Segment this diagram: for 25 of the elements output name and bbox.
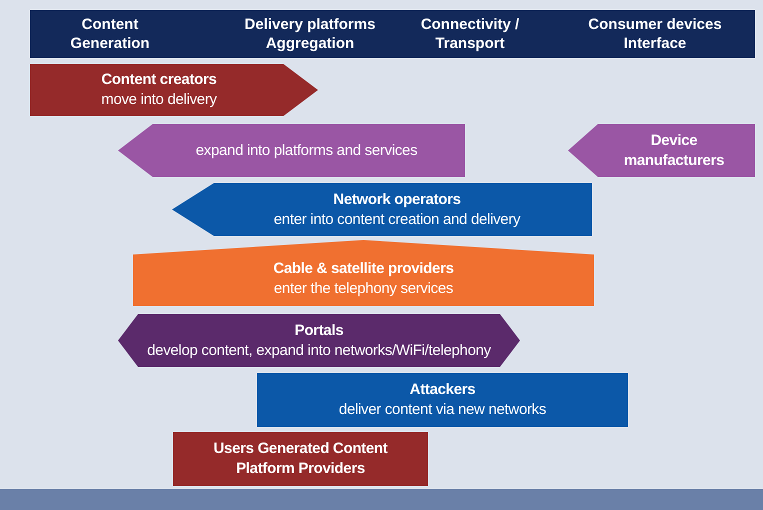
banner-title: Network operators — [333, 190, 461, 210]
column-heading: Content Generation — [69, 15, 151, 53]
column-heading: Consumer devices Interface — [587, 15, 723, 53]
banner-title: Cable & satellite providers — [273, 259, 454, 279]
arrow-banner — [118, 124, 465, 177]
banner-text: enter the telephony services — [274, 279, 454, 299]
banner-title: Content creators — [101, 70, 217, 90]
arrow-banner — [173, 432, 428, 486]
banner-title: Users Generated Content Platform Providers — [212, 439, 388, 479]
banner-title: Device manufacturers — [622, 130, 726, 170]
arrow-banner — [118, 314, 520, 367]
banner-text: move into delivery — [101, 90, 217, 110]
banner-text: develop content, expand into networks/WiFi/telephony — [147, 340, 491, 360]
column-heading: Connectivity / Transport — [420, 15, 520, 53]
banner-title: Portals — [294, 320, 344, 340]
banner-text: enter into content creation and delivery — [274, 210, 520, 230]
arrow-banner — [257, 373, 628, 427]
banner-title: Attackers — [410, 380, 476, 400]
banner-text: expand into platforms and services — [196, 140, 418, 160]
arrow-banner — [30, 64, 318, 116]
arrow-banner — [568, 124, 755, 177]
banner-text: deliver content via new networks — [338, 400, 546, 420]
arrow-banner — [133, 240, 594, 306]
column-heading: Delivery platforms Aggregation — [244, 15, 376, 53]
arrow-banner — [172, 183, 592, 236]
